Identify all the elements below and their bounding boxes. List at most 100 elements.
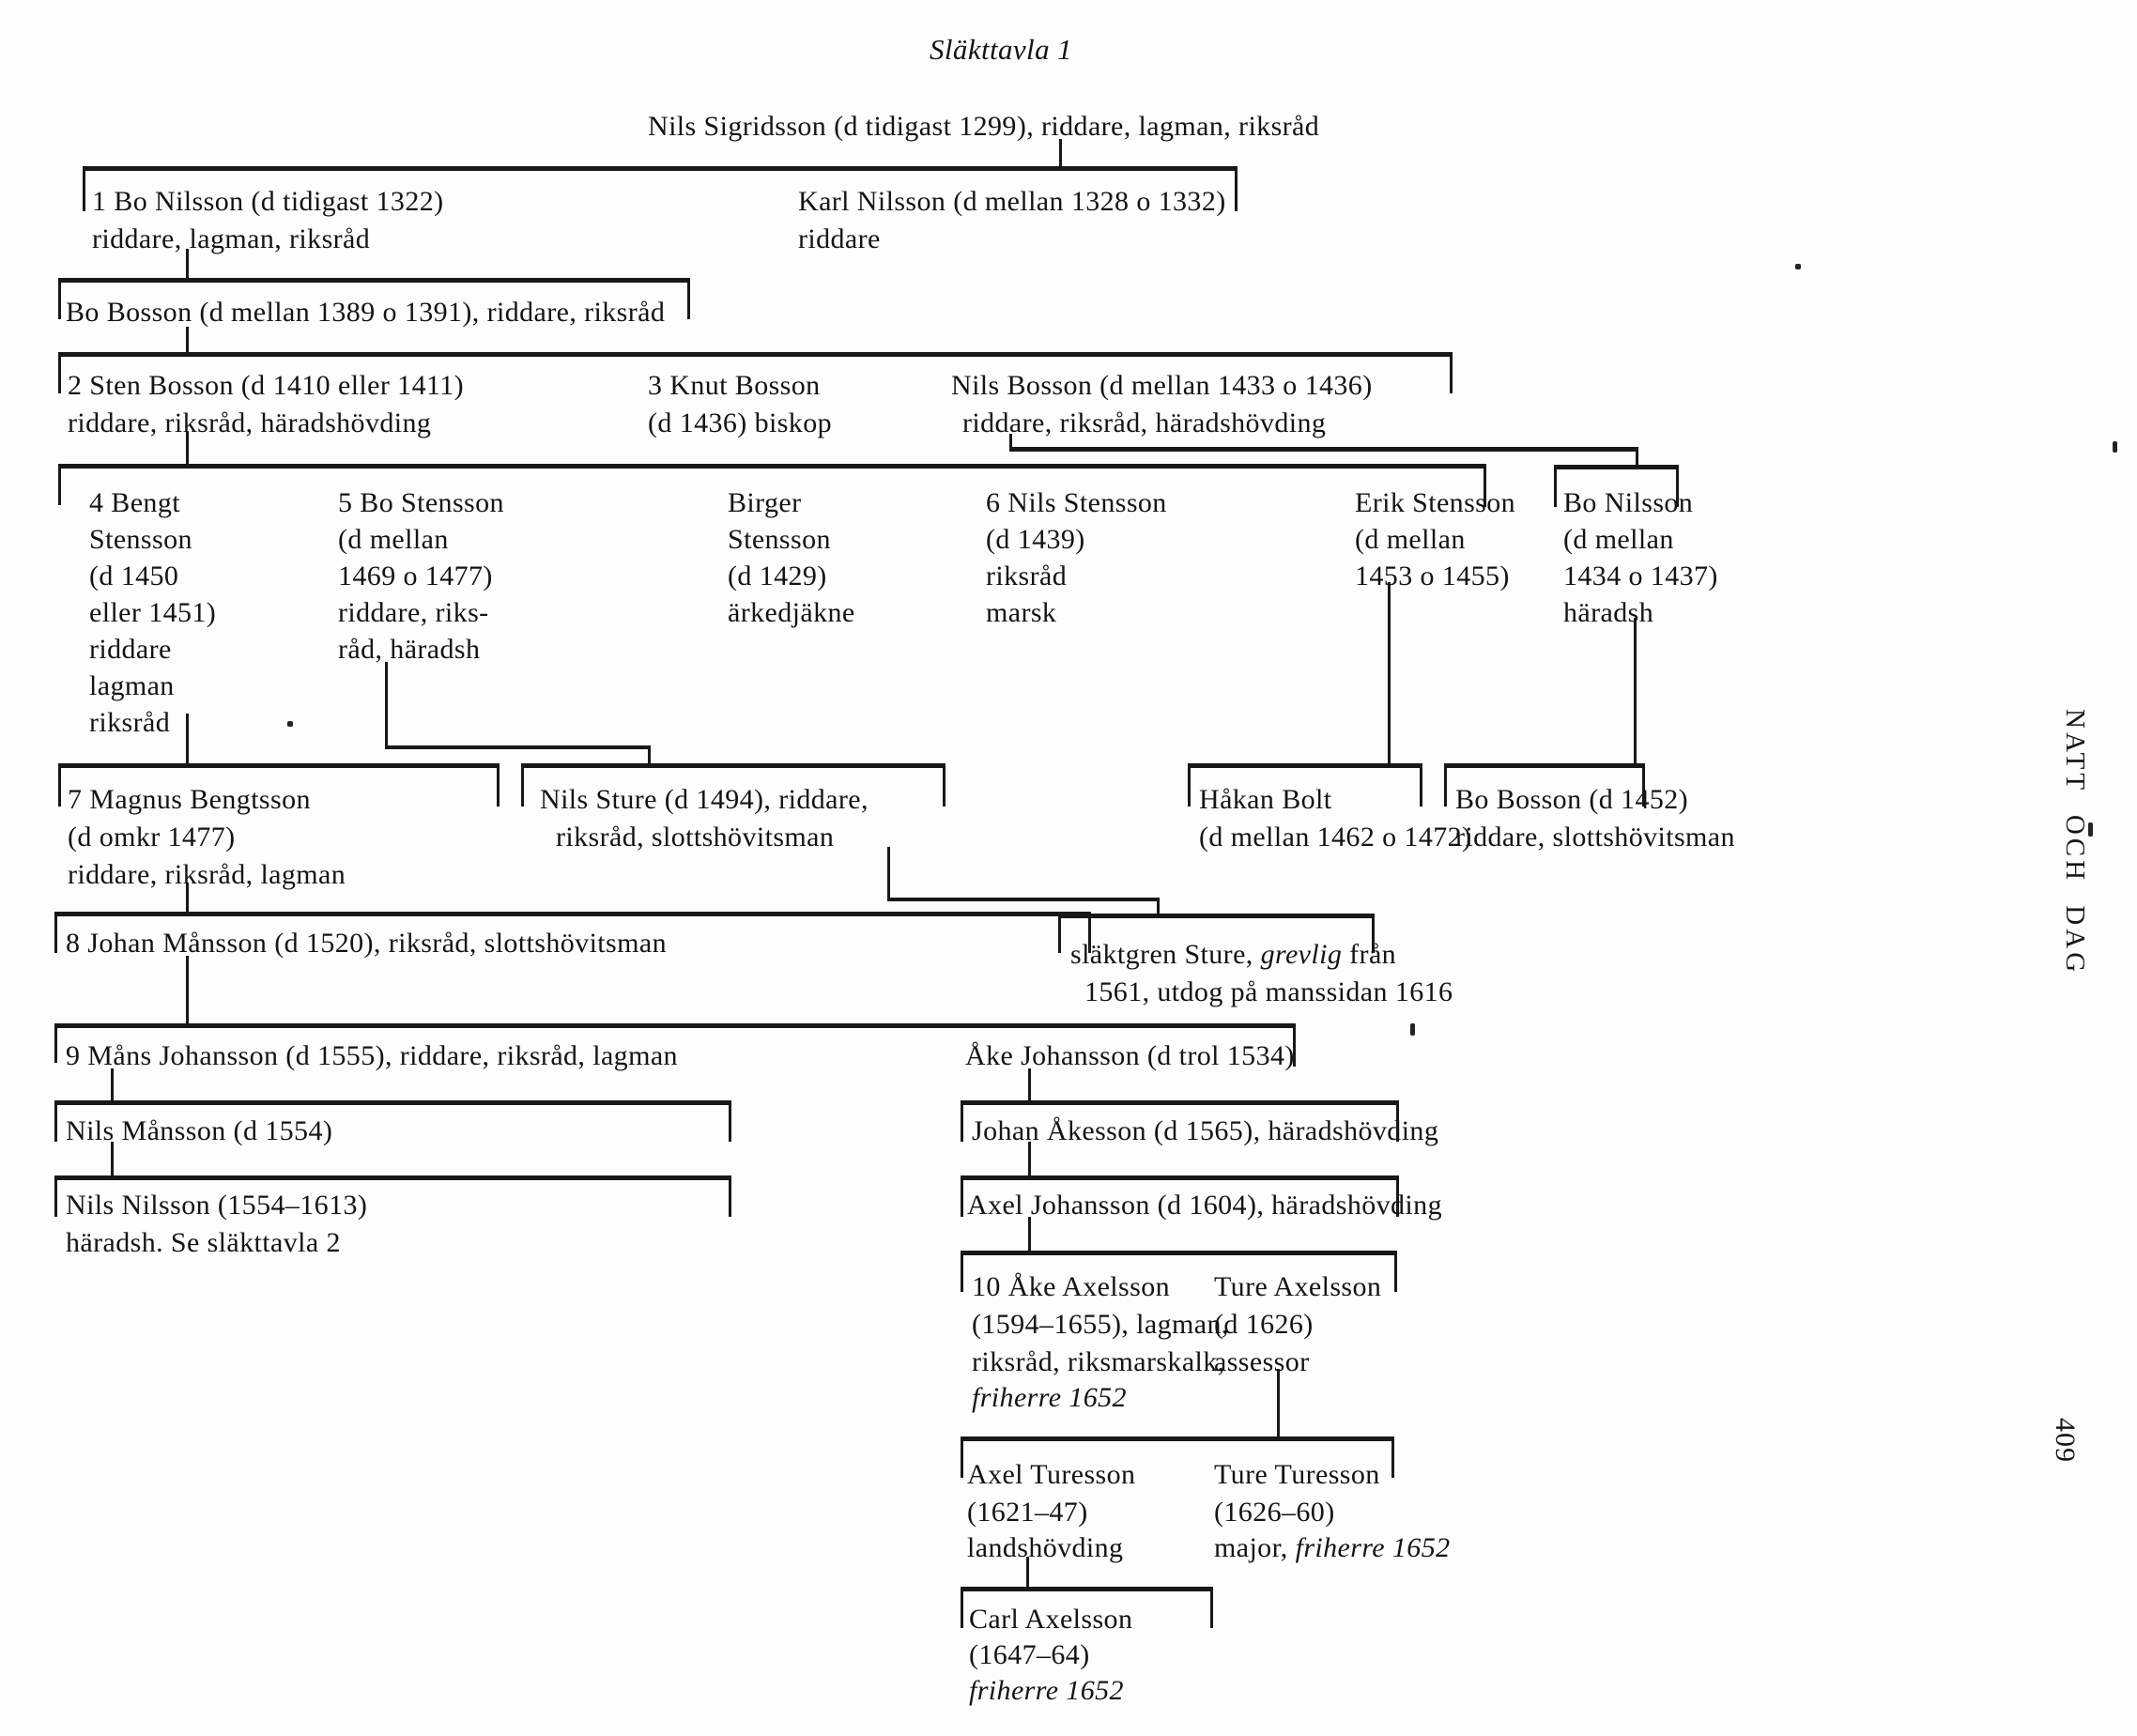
connector-line-vertical bbox=[729, 1100, 731, 1142]
person-bengt-stensson-l6: lagman bbox=[89, 668, 175, 703]
person-knut-bosson-text: 3 Knut Bosson bbox=[648, 370, 821, 401]
person-nils-sture: Nils Sture (d 1494), riddare, bbox=[540, 782, 869, 817]
branch-slaktgren-sture-l2-text: 1561, utdog på manssidan 1616 bbox=[1084, 976, 1453, 1007]
connector-line-horizontal bbox=[54, 1023, 1296, 1028]
person-bengt-stensson-l3-text: (d 1450 bbox=[89, 561, 179, 591]
person-bo-nilsson-2-l2: (d mellan bbox=[1563, 522, 1674, 557]
branch-slaktgren-sture: släktgren Sture, grevlig från bbox=[1070, 937, 1396, 972]
branch-slaktgren-sture-italic: grevlig bbox=[1260, 939, 1343, 970]
margin-running-title: NATT OCH DAG bbox=[2060, 709, 2090, 976]
person-axel-turesson-text: Axel Turesson bbox=[967, 1459, 1136, 1490]
person-sten-bosson-text: 2 Sten Bosson (d 1410 eller 1411) bbox=[68, 370, 465, 401]
person-bo-stensson-l5-text: råd, häradsh bbox=[338, 634, 481, 665]
connector-line-vertical bbox=[1088, 912, 1091, 953]
connector-line-vertical bbox=[1188, 763, 1191, 807]
person-carl-axelsson-l3-italic: friherre 1652 bbox=[969, 1675, 1124, 1706]
person-erik-stensson-text: Erik Stensson bbox=[1355, 487, 1516, 518]
connector-line-vertical bbox=[1009, 434, 1012, 449]
connector-line-vertical bbox=[186, 956, 189, 1025]
person-birger-stensson-l4-text: ärkedjäkne bbox=[728, 597, 855, 628]
print-speck bbox=[1795, 264, 1801, 269]
person-ture-turesson-l3-text: major, bbox=[1214, 1532, 1296, 1563]
person-ake-axelsson-l4-italic: friherre 1652 bbox=[972, 1382, 1127, 1413]
person-ture-turesson-l2: (1626–60) bbox=[1214, 1495, 1335, 1529]
person-nils-stensson-l2-text: (d 1439) bbox=[986, 524, 1085, 555]
person-knut-bosson-titles-text: (d 1436) biskop bbox=[648, 407, 832, 438]
person-ture-axelsson: Ture Axelsson bbox=[1214, 1269, 1381, 1304]
connector-line-horizontal bbox=[1444, 763, 1645, 768]
person-ture-turesson-l2-text: (1626–60) bbox=[1214, 1497, 1335, 1528]
person-mans-johansson-text: 9 Måns Johansson (d 1555), riddare, riks… bbox=[66, 1040, 678, 1071]
connector-line-vertical bbox=[1372, 914, 1375, 953]
person-nils-mansson: Nils Månsson (d 1554) bbox=[66, 1114, 332, 1148]
connector-line-vertical bbox=[1059, 139, 1062, 169]
person-magnus-bengtsson-text: 7 Magnus Bengtsson bbox=[68, 784, 311, 815]
connector-line-vertical bbox=[961, 1175, 963, 1217]
connector-line-vertical bbox=[385, 662, 388, 748]
person-johan-akesson: Johan Åkesson (d 1565), häradshövding bbox=[972, 1114, 1438, 1148]
connector-line-vertical bbox=[54, 1175, 57, 1217]
person-ake-axelsson: 10 Åke Axelsson bbox=[972, 1269, 1170, 1304]
connector-line-horizontal bbox=[54, 912, 1091, 916]
person-carl-axelsson: Carl Axelsson bbox=[969, 1602, 1132, 1636]
person-sten-bosson: 2 Sten Bosson (d 1410 eller 1411) bbox=[68, 368, 464, 403]
connector-line-vertical bbox=[58, 763, 61, 807]
connector-line-vertical bbox=[186, 714, 189, 765]
print-speck bbox=[2113, 441, 2117, 453]
branch-slaktgren-sture-text: släktgren Sture, bbox=[1070, 939, 1261, 970]
person-bengt-stensson-l6-text: lagman bbox=[89, 670, 175, 701]
person-ture-turesson-l3-italic: friherre 1652 bbox=[1295, 1532, 1451, 1563]
person-nils-bosson-text: Nils Bosson (d mellan 1433 o 1436) bbox=[951, 370, 1373, 401]
person-ake-axelsson-text: 10 Åke Axelsson bbox=[972, 1271, 1170, 1302]
connector-line-vertical bbox=[687, 278, 690, 319]
connector-line-vertical bbox=[186, 883, 189, 914]
connector-line-vertical bbox=[186, 249, 189, 281]
person-hakan-bolt-l2: (d mellan 1462 o 1472) bbox=[1199, 820, 1471, 854]
person-magnus-bengtsson-l3-text: riddare, riksråd, lagman bbox=[68, 859, 346, 890]
person-bengt-stensson-l2-text: Stensson bbox=[89, 524, 192, 555]
connector-line-vertical bbox=[1420, 763, 1422, 807]
connector-line-vertical bbox=[1450, 352, 1453, 393]
person-axel-turesson-l3-text: landshövding bbox=[967, 1532, 1124, 1563]
person-axel-turesson-l2: (1621–47) bbox=[967, 1495, 1088, 1529]
connector-line-vertical bbox=[497, 763, 500, 807]
person-bo-nilsson-1-text: 1 Bo Nilsson (d tidigast 1322) bbox=[92, 186, 444, 217]
person-ake-axelsson-l3-text: riksråd, riksmarskalk, bbox=[972, 1346, 1225, 1377]
print-speck bbox=[2088, 822, 2093, 837]
person-bo-bosson-text: Bo Bosson (d mellan 1389 o 1391), riddar… bbox=[66, 297, 666, 328]
connector-line-vertical bbox=[1293, 1023, 1296, 1067]
person-bo-bosson-2: Bo Bosson (d 1452) bbox=[1455, 782, 1688, 817]
connector-line-horizontal bbox=[54, 1175, 731, 1180]
person-knut-bosson-titles: (d 1436) biskop bbox=[648, 406, 832, 440]
connector-line-vertical bbox=[648, 745, 651, 766]
person-bo-nilsson-1-titles: riddare, lagman, riksråd bbox=[92, 222, 370, 256]
person-magnus-bengtsson-l3: riddare, riksråd, lagman bbox=[68, 857, 346, 892]
person-nils-stensson-l2: (d 1439) bbox=[986, 522, 1085, 557]
connector-line-vertical bbox=[961, 1100, 963, 1142]
person-birger-stensson-l2-text: Stensson bbox=[728, 524, 831, 555]
connector-line-vertical bbox=[961, 1436, 963, 1478]
connector-line-vertical bbox=[1028, 1142, 1031, 1177]
person-knut-bosson: 3 Knut Bosson bbox=[648, 368, 821, 403]
person-nils-sture-l2: riksråd, slottshövitsman bbox=[556, 820, 834, 854]
person-hakan-bolt-l2-text: (d mellan 1462 o 1472) bbox=[1199, 822, 1472, 853]
person-nils-nilsson: Nils Nilsson (1554–1613) bbox=[66, 1188, 367, 1222]
branch-slaktgren-sture-l2: 1561, utdog på manssidan 1616 bbox=[1084, 975, 1453, 1009]
print-speck bbox=[1410, 1023, 1415, 1036]
connector-line-vertical bbox=[961, 1587, 963, 1628]
branch-slaktgren-sture-text: från bbox=[1342, 939, 1397, 970]
person-bo-bosson: Bo Bosson (d mellan 1389 o 1391), riddar… bbox=[66, 295, 665, 330]
person-axel-turesson-l3: landshövding bbox=[967, 1530, 1123, 1565]
connector-line-horizontal bbox=[961, 1175, 1399, 1180]
person-axel-turesson-l2-text: (1621–47) bbox=[967, 1497, 1088, 1528]
person-axel-turesson: Axel Turesson bbox=[967, 1457, 1135, 1492]
connector-line-vertical bbox=[1636, 447, 1638, 468]
connector-line-horizontal bbox=[58, 464, 1486, 469]
person-bengt-stensson-l5-text: riddare bbox=[89, 634, 172, 665]
person-magnus-bengtsson-l2-text: (d omkr 1477) bbox=[68, 822, 236, 853]
person-sten-bosson-titles: riddare, riksråd, häradshövding bbox=[68, 406, 431, 440]
person-birger-stensson-l3: (d 1429) bbox=[728, 559, 827, 593]
person-bo-nilsson-2-l3-text: 1434 o 1437) bbox=[1563, 561, 1718, 591]
person-erik-stensson-l2: (d mellan bbox=[1355, 522, 1466, 557]
